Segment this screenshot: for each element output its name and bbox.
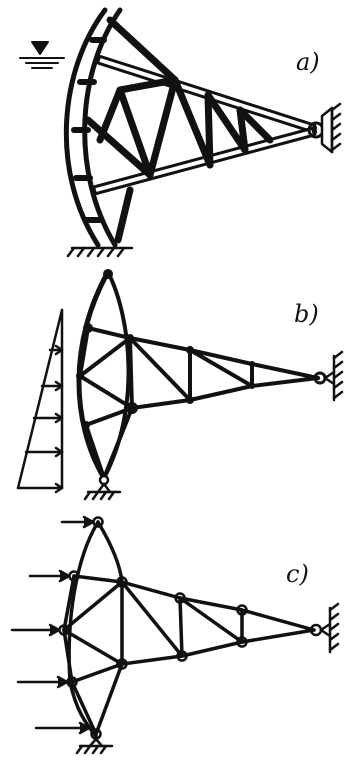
hinge-support-a (320, 102, 342, 154)
truss-joints-b (76, 269, 255, 429)
label-b: b) (294, 300, 319, 328)
skin-plate-outer (63, 7, 108, 248)
curved-chord-c-right (96, 520, 124, 584)
ground-a (66, 246, 134, 258)
truss-nodes-c (58, 516, 323, 740)
bracing-members (84, 16, 274, 244)
skin-plate-inner (82, 7, 123, 248)
truss-members-c (62, 574, 316, 736)
panel-a: a) (19, 7, 342, 258)
hinge-support-c (319, 602, 340, 654)
panel-b: b) (16, 269, 344, 501)
truss-members-b (78, 326, 320, 480)
label-a: a) (296, 48, 320, 76)
nodal-load-arrows (10, 515, 95, 735)
panel-c: c) (10, 515, 340, 755)
skin-stiffeners (71, 37, 107, 223)
hydrostatic-load-diagram (16, 308, 64, 494)
bottom-support-c (75, 737, 114, 755)
label-c: c) (286, 560, 309, 588)
lower-arm-core (95, 130, 313, 192)
water-level-icon (19, 41, 65, 69)
bottom-support-b (83, 474, 122, 501)
hinge-support-b (323, 350, 344, 402)
